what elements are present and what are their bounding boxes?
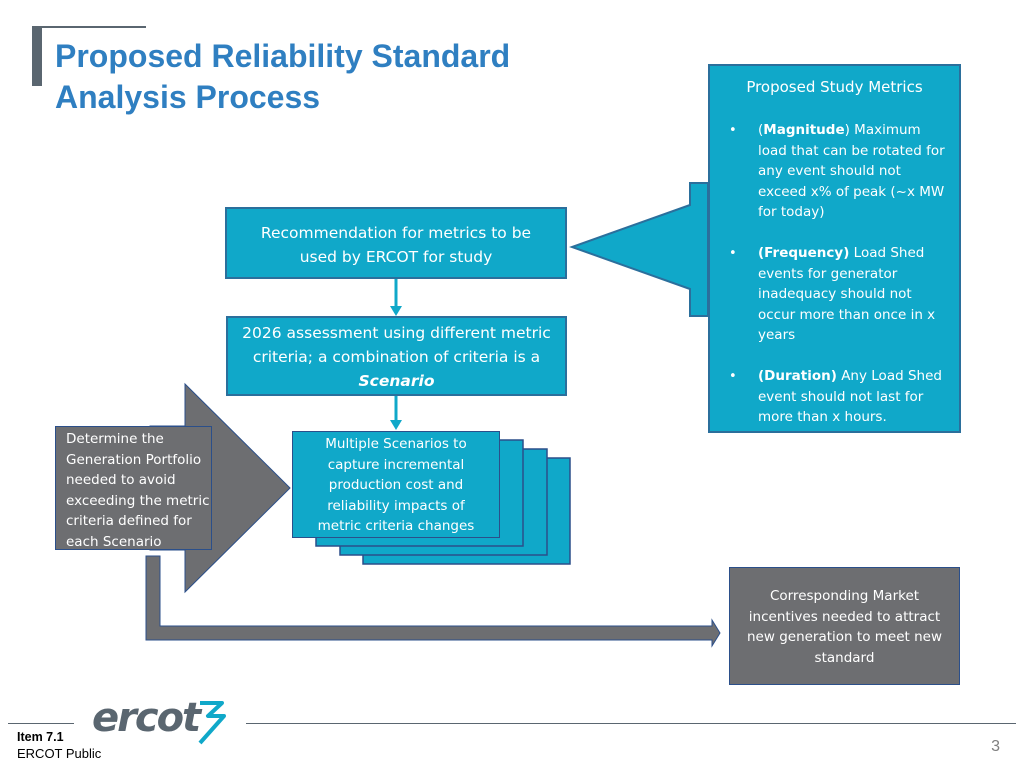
generation-line3: needed to avoid bbox=[66, 472, 176, 488]
page-title-line1: Proposed Reliability Standard bbox=[55, 38, 511, 74]
footer-rule bbox=[246, 723, 1016, 724]
ercot-logo-mark-icon bbox=[198, 701, 226, 745]
market-line1: Corresponding Market bbox=[769, 588, 920, 604]
metric-magnitude-keyword: Magnitude bbox=[763, 122, 845, 138]
generation-portfolio-box: Determine the Generation Portfolio neede… bbox=[55, 426, 212, 550]
page-title-line2: Analysis Process bbox=[55, 79, 321, 115]
metric-frequency-line3: inadequacy should not bbox=[758, 286, 912, 302]
market-line3: new generation to meet new bbox=[747, 629, 942, 645]
metric-frequency-line5: years bbox=[758, 327, 796, 343]
study-metrics-title: Proposed Study Metrics bbox=[746, 78, 923, 96]
down-arrow-1-head bbox=[390, 306, 402, 316]
metric-magnitude: (Magnitude) Maximum load that can be rot… bbox=[758, 120, 953, 223]
scenarios-line1: Multiple Scenarios to bbox=[325, 436, 467, 452]
generation-line6: each Scenario bbox=[66, 533, 162, 550]
market-arrow bbox=[145, 555, 721, 648]
recommendation-line2: used by ERCOT for study bbox=[299, 248, 493, 266]
study-metrics-box: Proposed Study Metrics • (Magnitude) Max… bbox=[708, 64, 961, 433]
metric-duration: (Duration) Any Load Shed event should no… bbox=[758, 366, 953, 428]
metric-frequency-line4: occur more than once in x bbox=[758, 306, 936, 323]
metric-frequency-keyword: Frequency bbox=[764, 245, 844, 261]
page-number: 3 bbox=[991, 738, 1000, 755]
generation-line2: Generation Portfolio bbox=[66, 451, 202, 468]
bullet-icon: • bbox=[729, 246, 737, 261]
scenarios-line5: metric criteria changes bbox=[317, 518, 475, 534]
item-label: Item 7.1 bbox=[17, 730, 64, 744]
generation-line4: exceeding the metric bbox=[66, 492, 210, 509]
generation-line5: criteria defined for bbox=[66, 513, 192, 529]
bullet-icon: • bbox=[729, 123, 737, 138]
metric-frequency: (Frequency) Load Shed events for generat… bbox=[758, 243, 953, 346]
metric-duration-line3: more than x hours. bbox=[758, 409, 887, 425]
public-label: ERCOT Public bbox=[17, 746, 102, 761]
title-accent-bar bbox=[32, 26, 42, 86]
down-arrow-2-head bbox=[390, 420, 402, 430]
market-incentives-box: Corresponding Market incentives needed t… bbox=[729, 567, 960, 685]
metric-magnitude-line4: exceed x% of peak (~x MW bbox=[758, 183, 945, 200]
market-line2: incentives needed to attract bbox=[748, 608, 941, 625]
scenarios-line2: capture incremental bbox=[327, 456, 465, 473]
scenarios-line4: reliability impacts of bbox=[327, 497, 465, 514]
assessment-line2: criteria; a combination of criteria is a bbox=[252, 348, 541, 366]
metric-magnitude-line3: any event should not bbox=[758, 163, 901, 179]
title-rule bbox=[32, 26, 146, 28]
metrics-to-recommendation-arrow bbox=[569, 182, 709, 317]
assessment-box: 2026 assessment using different metric c… bbox=[226, 316, 567, 396]
market-line4: standard bbox=[814, 649, 875, 666]
metric-frequency-line2: events for generator bbox=[758, 265, 898, 282]
recommendation-box: Recommendation for metrics to be used by… bbox=[225, 207, 567, 279]
metric-magnitude-line5: for today) bbox=[758, 204, 825, 220]
assessment-scenario-word: Scenario bbox=[358, 372, 435, 390]
page-title: Proposed Reliability Standard Analysis P… bbox=[55, 36, 655, 118]
ercot-logo: ercot bbox=[92, 695, 201, 741]
recommendation-line1: Recommendation for metrics to be bbox=[260, 224, 532, 242]
scenarios-line3: production cost and bbox=[328, 477, 464, 493]
metric-magnitude-line2: load that can be rotated for bbox=[758, 142, 945, 159]
bullet-icon: • bbox=[729, 369, 737, 384]
scenarios-box: Multiple Scenarios to capture incrementa… bbox=[292, 431, 500, 538]
assessment-line1: 2026 assessment using different metric bbox=[242, 324, 551, 342]
metric-duration-keyword: Duration bbox=[764, 368, 831, 384]
footer-rule-left bbox=[8, 723, 74, 724]
generation-line1: Determine the bbox=[66, 431, 164, 447]
metric-duration-line2: event should not last for bbox=[758, 388, 924, 405]
